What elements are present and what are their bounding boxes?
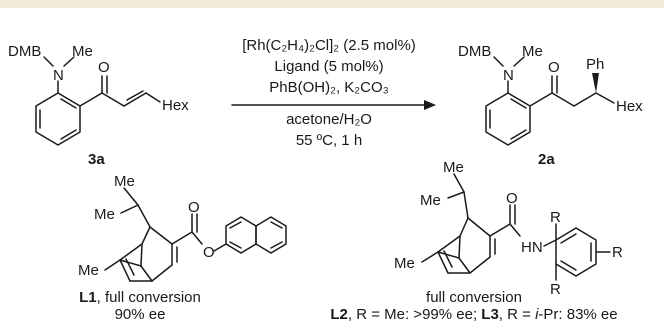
reactant-o: O	[98, 59, 110, 76]
l1-me-bottom: Me	[78, 262, 99, 279]
l1-o-carbonyl: O	[188, 199, 200, 216]
l23-hn: HN	[521, 239, 543, 256]
l23-r-right: R	[612, 244, 623, 261]
l1-me-top: Me	[114, 173, 135, 190]
l23-o-carbonyl: O	[506, 190, 518, 207]
l1-caption-ee: 90% ee	[115, 306, 166, 321]
condition-solvent: acetone/H₂O	[286, 111, 372, 128]
condition-reagents: PhB(OH)₂, K₂CO₃	[269, 79, 388, 96]
reaction-arrow	[231, 100, 436, 110]
product-o: O	[548, 59, 560, 76]
reactant-me: Me	[72, 43, 93, 60]
l1-o-ester: O	[203, 244, 215, 261]
product-ph: Ph	[586, 56, 604, 73]
product-hex: Hex	[616, 98, 643, 115]
l1-bonds	[104, 187, 287, 282]
ligand-l2-l3: Me Me Me O HN R R R full conversion L2, …	[330, 159, 623, 321]
reactant-dmb: DMB	[8, 43, 41, 60]
l23-me-left: Me	[420, 192, 441, 209]
condition-ligand: Ligand (5 mol%)	[274, 58, 383, 75]
reactant-n: N	[53, 67, 64, 84]
condition-temperature-time: 55 ºC, 1 h	[296, 132, 362, 149]
product-label: 2a	[538, 151, 555, 168]
l23-r-bottom: R	[550, 281, 561, 298]
l23-me-top: Me	[443, 159, 464, 176]
ligand-l1: Me Me Me O O L1, full conversion 90% ee	[78, 173, 287, 321]
product-2a: DMB N Me O Ph Hex 2a	[458, 43, 643, 168]
condition-catalyst: [Rh(C₂H₄)₂Cl]₂ (2.5 mol%)	[242, 37, 416, 54]
product-stereo-wedge	[592, 73, 599, 93]
l1-caption: L1, full conversion	[79, 289, 201, 306]
product-bonds	[485, 56, 615, 146]
l23-caption-conversion: full conversion	[426, 289, 522, 306]
reactant-bonds	[35, 56, 161, 146]
reactant-label: 3a	[88, 151, 105, 168]
l23-me-bottom: Me	[394, 255, 415, 272]
l23-caption-ee: L2, R = Me: >99% ee; L3, R = i-Pr: 83% e…	[330, 306, 617, 321]
reactant-hex: Hex	[162, 97, 189, 114]
reactant-3a: DMB N Me O Hex 3a	[8, 43, 189, 168]
product-n: N	[503, 67, 514, 84]
l1-me-left: Me	[94, 206, 115, 223]
top-band	[0, 0, 664, 8]
l23-r-top: R	[550, 209, 561, 226]
product-me: Me	[522, 43, 543, 60]
product-dmb: DMB	[458, 43, 491, 60]
l23-bonds	[421, 173, 611, 281]
